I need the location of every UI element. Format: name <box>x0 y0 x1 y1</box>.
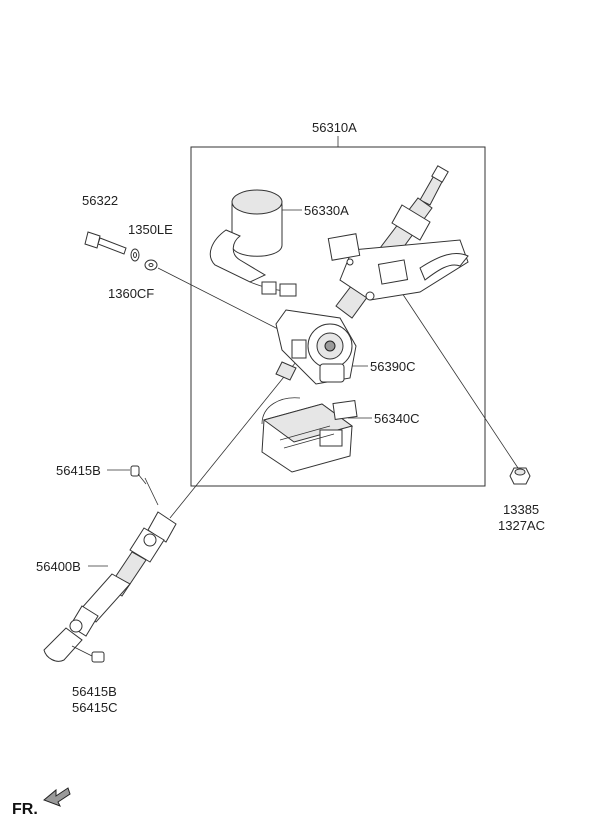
pinch-bolt-upper <box>130 465 147 485</box>
motor <box>209 189 297 297</box>
pinch-bolt-lower <box>71 645 105 663</box>
label-nut-b: 1327AC <box>498 518 545 533</box>
label-washer-b: 1360CF <box>108 286 154 301</box>
label-washer-a: 1350LE <box>128 222 173 237</box>
label-nut-a: 13385 <box>503 502 539 517</box>
label-sensor: 56390C <box>370 359 416 374</box>
label-shaft: 56400B <box>36 559 81 574</box>
label-bolt: 56322 <box>82 193 118 208</box>
torque-sensor <box>275 309 357 385</box>
tilt-bracket <box>327 233 469 301</box>
nut <box>509 467 531 485</box>
label-ecu: 56340C <box>374 411 420 426</box>
intermediate-shaft <box>43 511 177 662</box>
control-unit <box>261 397 358 473</box>
bolt-56322 <box>84 231 127 255</box>
label-lower-bolt-b: 56415C <box>72 700 118 715</box>
label-lower-bolt-a: 56415B <box>72 684 117 699</box>
label-assembly: 56310A <box>312 120 357 135</box>
front-arrow-icon <box>43 787 71 807</box>
label-front: FR. <box>12 801 38 818</box>
label-motor: 56330A <box>304 203 349 218</box>
label-upper-bolt: 56415B <box>56 463 101 478</box>
